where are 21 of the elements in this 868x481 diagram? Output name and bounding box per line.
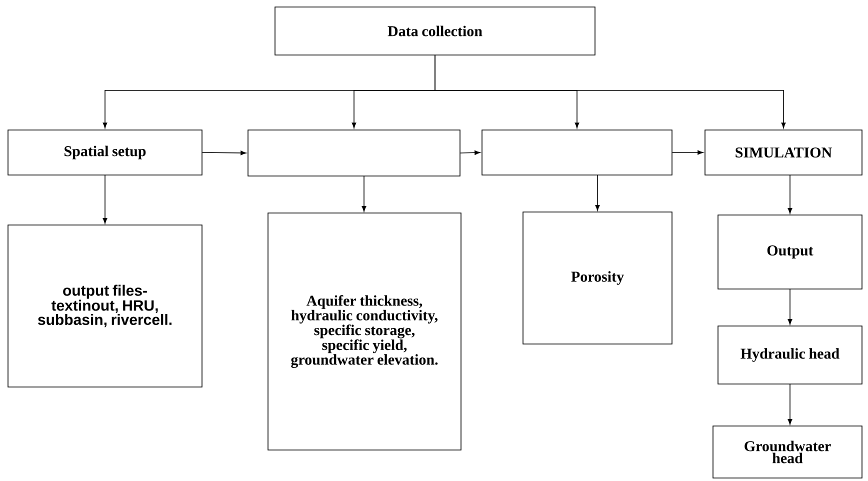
arrow — [202, 150, 246, 156]
process-box: SIMULATION — [704, 130, 862, 176]
process-box: Spatial setup — [8, 130, 202, 176]
arrow — [788, 174, 792, 214]
process-box: Data collection — [274, 6, 596, 56]
arrow — [595, 174, 600, 211]
arrow — [460, 150, 480, 155]
process-box: output files- textinout, HRU, subbasin, rivercell. — [8, 224, 202, 388]
process-box — [482, 130, 672, 176]
process-box: Hydraulic head — [718, 326, 862, 384]
process-box: Groundwater head — [712, 426, 862, 478]
process-box: Porosity — [522, 212, 672, 344]
arrow — [788, 288, 792, 325]
arrow — [672, 150, 704, 155]
process-box: Output — [718, 214, 862, 290]
arrow — [434, 55, 786, 128]
process-box: Aquifer thickness, hydraulic conductivity, specific storage, specific yield, groundwater elevation. — [268, 212, 462, 450]
process-box — [248, 130, 460, 176]
arrow — [362, 176, 366, 212]
arrow — [102, 174, 108, 224]
arrow — [788, 384, 792, 425]
